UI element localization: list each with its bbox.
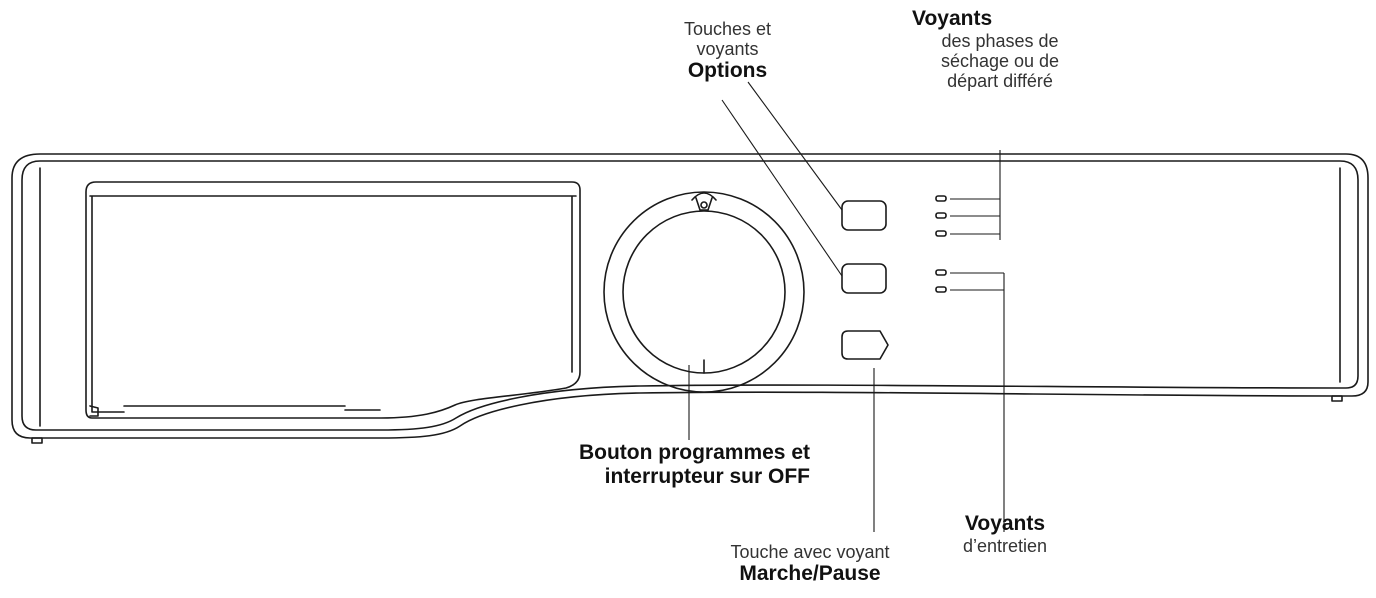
left-foot bbox=[31, 437, 43, 444]
right-foot bbox=[1331, 395, 1343, 402]
option-button-top[interactable] bbox=[841, 200, 887, 231]
label-options-line1: Touches et bbox=[683, 19, 772, 39]
label-drying-lights: Voyants des phases de séchage ou de dépa… bbox=[900, 7, 1100, 91]
label-start-pause: Touche avec voyant Marche/Pause bbox=[695, 542, 925, 586]
label-drying-line3: départ différé bbox=[947, 70, 1053, 91]
label-options-title: Options bbox=[687, 59, 768, 83]
drying-phase-light-2 bbox=[935, 212, 947, 219]
panel-inner-outline bbox=[21, 160, 1359, 431]
label-maintenance-line1: d’entretien bbox=[962, 535, 1048, 556]
leader-options-middle bbox=[721, 99, 843, 277]
label-start-pause-title: Marche/Pause bbox=[739, 562, 881, 586]
panel-outline bbox=[11, 153, 1369, 439]
dial-pointer-icon bbox=[691, 192, 717, 374]
label-drying-line2: séchage ou de bbox=[940, 50, 1060, 71]
drying-phase-light-1 bbox=[935, 195, 947, 202]
program-dial-knob[interactable] bbox=[622, 210, 786, 374]
label-maintenance-title: Voyants bbox=[964, 512, 1046, 535]
label-program-dial: Bouton programmes et interrupteur sur OF… bbox=[480, 441, 810, 488]
leader-maintenance-lights bbox=[950, 272, 1005, 532]
leader-drying-lights bbox=[950, 150, 1001, 240]
detergent-drawer-inner bbox=[89, 195, 577, 413]
program-dial-ring bbox=[603, 191, 805, 393]
label-drying-line1: des phases de bbox=[941, 30, 1059, 51]
label-dial-line1: Bouton programmes et bbox=[578, 441, 810, 464]
label-maintenance-lights: Voyants d’entretien bbox=[945, 512, 1065, 556]
label-options-line2: voyants bbox=[696, 39, 759, 60]
label-options: Touches et voyants Options bbox=[655, 19, 800, 83]
label-dial-line2: interrupteur sur OFF bbox=[604, 464, 810, 488]
drawer-handle-notch bbox=[89, 405, 99, 417]
option-button-middle[interactable] bbox=[841, 263, 887, 294]
label-drying-title: Voyants bbox=[912, 7, 993, 30]
dial-pointer-dot bbox=[700, 201, 708, 209]
drying-phase-light-3 bbox=[935, 230, 947, 237]
start-pause-button[interactable] bbox=[841, 330, 889, 360]
maintenance-light-2 bbox=[935, 286, 947, 293]
detergent-drawer[interactable] bbox=[85, 181, 581, 419]
maintenance-light-1 bbox=[935, 269, 947, 276]
leader-options-top bbox=[747, 81, 843, 211]
label-start-pause-line1: Touche avec voyant bbox=[730, 542, 890, 562]
